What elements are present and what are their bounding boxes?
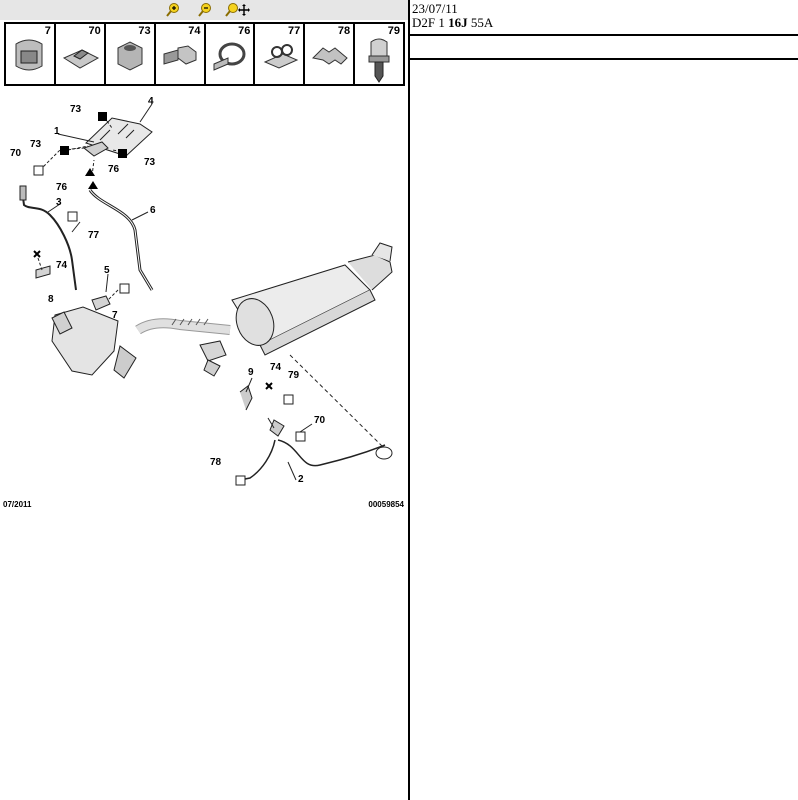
info-pane: 23/07/11 D2F 1 16J 55A <box>410 0 798 800</box>
pane-divider <box>408 0 410 800</box>
callout-78: 78 <box>210 457 222 468</box>
part-cell-79[interactable]: 79 <box>355 24 403 84</box>
bolt-part-icon <box>163 45 197 65</box>
diagram-reference: 00059854 <box>368 500 404 509</box>
vehicle-code-prefix: D2F 1 <box>412 15 449 30</box>
callout-1: 1 <box>54 126 60 137</box>
part-number: 73 <box>138 25 151 37</box>
double-clip-part-icon <box>312 47 348 65</box>
zoom-in-icon[interactable] <box>163 1 183 19</box>
callout-8: 8 <box>48 294 54 305</box>
callout-74: 74 <box>270 362 282 373</box>
part-cell-78[interactable]: 78 <box>305 24 356 84</box>
info-date: 23/07/11 <box>412 1 458 16</box>
vehicle-code-suffix: 55A <box>467 15 494 30</box>
zoom-pan-icon[interactable] <box>225 1 251 19</box>
part-number: 79 <box>387 25 400 37</box>
callout-7: 7 <box>112 310 118 321</box>
push-clip-part-icon <box>368 38 390 83</box>
vehicle-code: D2F 1 16J 55A <box>412 15 493 31</box>
callout-74: 74 <box>56 260 68 271</box>
part-number: 74 <box>188 25 201 37</box>
callout-3: 3 <box>56 197 62 208</box>
nut-part-icon <box>117 41 143 71</box>
pipe-clip-part-icon <box>264 44 299 69</box>
callout-76: 76 <box>108 164 120 175</box>
diagram-pane: 7 70 73 74 76 77 78 79 <box>0 0 408 509</box>
callout-79: 79 <box>288 370 300 381</box>
part-cell-76[interactable]: 76 <box>206 24 256 84</box>
callout-9: 9 <box>248 367 254 378</box>
part-number: 70 <box>88 25 101 37</box>
callout-4: 4 <box>148 96 154 107</box>
parts-strip: 7 70 73 74 76 77 78 79 <box>4 22 405 86</box>
callout-70: 70 <box>10 148 22 159</box>
part-cell-7[interactable]: 7 <box>6 24 56 84</box>
zoom-out-icon[interactable] <box>195 1 215 19</box>
part-number: 7 <box>44 25 51 37</box>
part-cell-73[interactable]: 73 <box>106 24 156 84</box>
header-band <box>410 34 798 60</box>
part-cell-77[interactable]: 77 <box>255 24 306 84</box>
bracket-part-icon <box>62 49 99 69</box>
callout-76: 76 <box>56 182 68 193</box>
part-cell-74[interactable]: 74 <box>156 24 206 84</box>
clip-part-icon <box>15 39 43 71</box>
callout-2: 2 <box>298 474 304 485</box>
callout-5: 5 <box>104 265 110 276</box>
callout-73: 73 <box>70 104 82 115</box>
callout-77: 77 <box>88 230 100 241</box>
part-number: 77 <box>288 25 301 37</box>
part-number: 76 <box>238 25 251 37</box>
callout-6: 6 <box>150 205 156 216</box>
hose-clamp-part-icon <box>213 42 245 71</box>
callout-73: 73 <box>144 157 156 168</box>
exhaust-system-diagram: 73 4 1 73 73 70 76 76 3 6 77 74 5 8 7 9 … <box>10 96 393 486</box>
diagram-date: 07/2011 <box>3 500 32 509</box>
part-number: 78 <box>337 25 351 37</box>
zoom-toolbar <box>0 0 408 20</box>
callout-73: 73 <box>30 139 42 150</box>
vehicle-code-bold: 16J <box>448 15 468 30</box>
callout-70: 70 <box>314 415 326 426</box>
part-cell-70[interactable]: 70 <box>56 24 106 84</box>
